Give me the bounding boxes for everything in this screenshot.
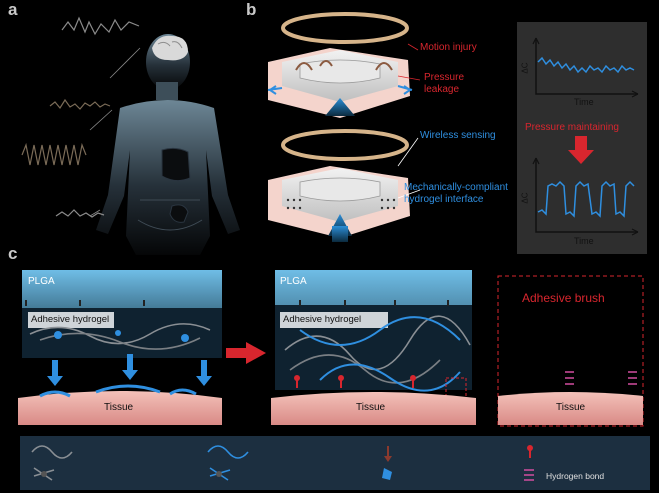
hydrogel-interface-label: Mechanically-compliant hydrogel interfac… [404,182,508,205]
device-top [267,12,413,118]
pressure-maintaining-label: Pressure maintaining [525,122,619,133]
legend-panel [20,436,650,490]
pressure-leakage-label: Pressure leakage [424,72,465,95]
graph-top-xlabel: Time [574,97,594,107]
plga-label-1: PLGA [28,276,55,287]
legend-hydrogen-bond: Hydrogen bond [546,471,605,481]
panel-label-b: b [246,0,257,19]
panel-label-a: a [8,0,18,19]
tissue-label-1: Tissue [104,402,134,413]
red-down-arrow [568,150,594,164]
graph-bottom-xlabel: Time [574,236,594,246]
bottom-signal-line [537,180,635,218]
graph-top-ylabel: ΔC [520,62,530,74]
human-body-illustration [21,16,240,255]
tissue-2 [271,392,476,425]
graph-bottom-ylabel: ΔC [520,192,530,204]
adhesive-brush-label: Adhesive brush [522,291,605,305]
transition-arrow [226,342,266,364]
pressure-graph-panel [517,22,647,254]
box-1 [18,270,222,425]
top-signal-line [537,56,635,74]
tissue-label-2: Tissue [356,402,386,413]
adhesive-hydrogel-label-1: Adhesive hydrogel [31,314,110,325]
adhesive-hydrogel-label-2: Adhesive hydrogel [283,314,362,325]
tissue-label-3: Tissue [556,402,586,413]
plga-label-2: PLGA [280,276,307,287]
panel-label-c: c [8,244,18,263]
tissue-3 [498,392,643,425]
tissue-1 [18,391,222,425]
box-2 [271,270,476,425]
wireless-sensing-label: Wireless sensing [420,130,496,141]
motion-injury-label: Motion injury [420,42,477,53]
box-3 [497,275,644,427]
device-bottom [268,129,410,242]
